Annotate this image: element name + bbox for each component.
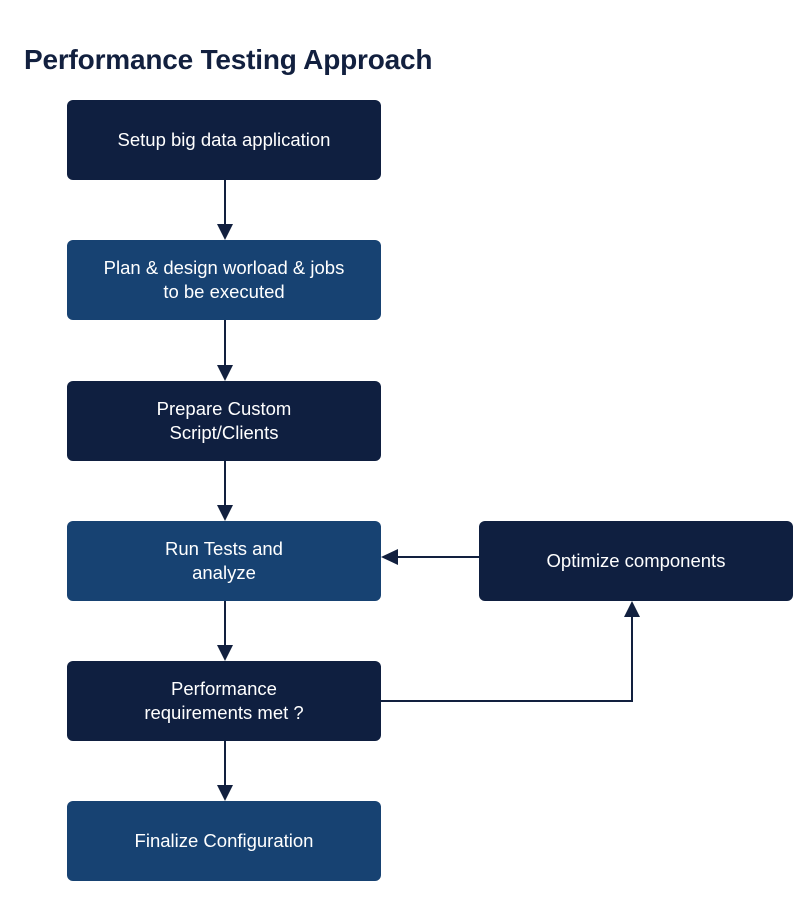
step-prepare-scripts: Prepare Custom Script/Clients [67, 381, 381, 461]
step-prepare-scripts-label: Prepare Custom Script/Clients [156, 398, 292, 443]
arrowhead-to-run-from-optimize [381, 549, 398, 565]
arrowhead-to-prepare [217, 365, 233, 381]
step-finalize-configuration: Finalize Configuration [67, 801, 381, 881]
step-requirements-check-label: Performance requirements met ? [144, 678, 304, 723]
arrowhead-to-finalize [217, 785, 233, 801]
step-plan-design-workload-label: Plan & design worload & jobs to be execu… [103, 257, 345, 302]
arrowhead-to-plan [217, 224, 233, 240]
step-finalize-configuration-label: Finalize Configuration [134, 830, 314, 851]
arrowhead-to-run [217, 505, 233, 521]
step-optimize-components: Optimize components [479, 521, 793, 601]
arrowhead-to-check [217, 645, 233, 661]
connector-check-to-optimize [381, 614, 633, 702]
step-requirements-check: Performance requirements met ? [67, 661, 381, 741]
step-plan-design-workload: Plan & design worload & jobs to be execu… [67, 240, 381, 320]
diagram-title: Performance Testing Approach [24, 44, 433, 75]
step-setup-application: Setup big data application [67, 100, 381, 180]
arrowhead-to-optimize [624, 601, 640, 617]
step-run-tests: Run Tests and analyze [67, 521, 381, 601]
step-run-tests-label: Run Tests and analyze [165, 538, 283, 583]
step-optimize-components-label: Optimize components [546, 550, 726, 571]
step-setup-application-label: Setup big data application [117, 129, 331, 150]
